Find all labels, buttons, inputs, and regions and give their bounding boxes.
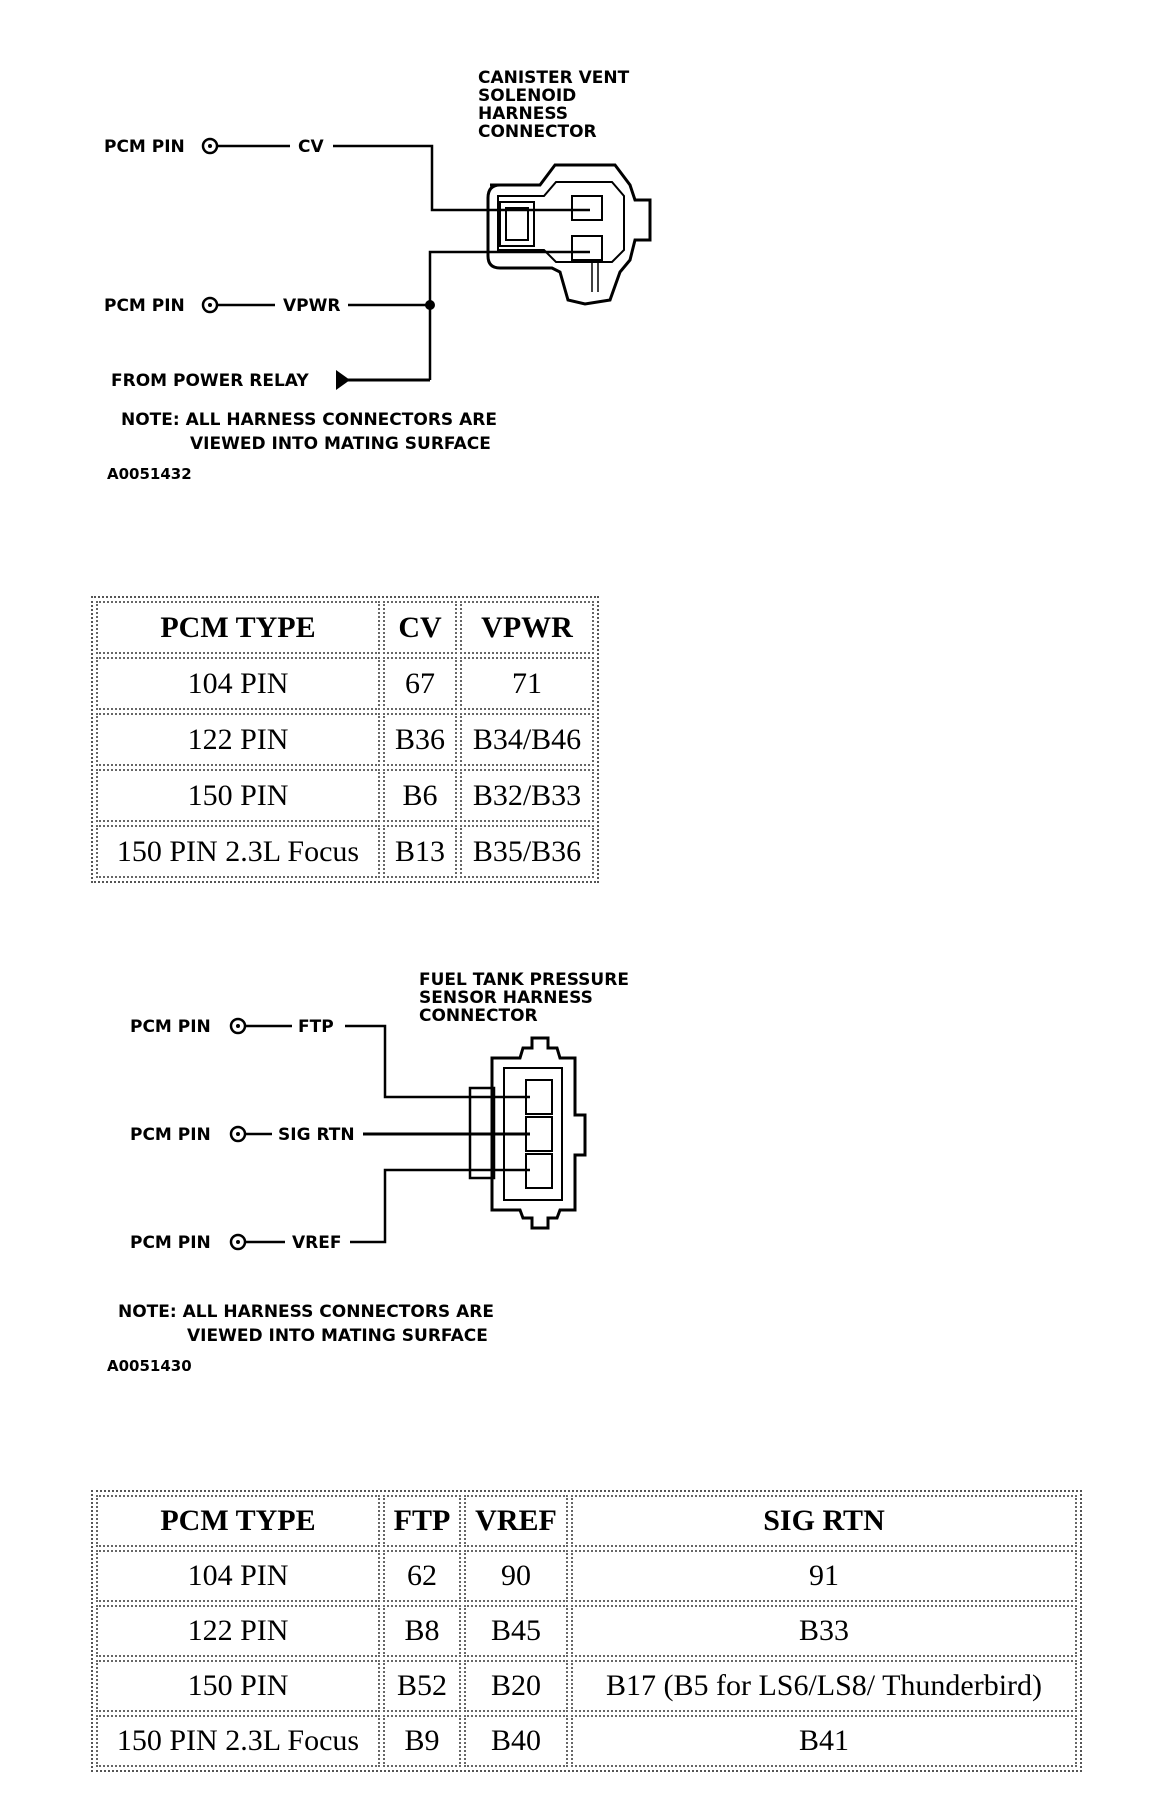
signal-label-sig-rtn: SIG RTN <box>278 1125 355 1145</box>
table-row: 150 PIN B6 B32/B33 <box>96 769 594 822</box>
table-cell: B9 <box>383 1715 461 1767</box>
column-header-sig-rtn: SIG RTN <box>571 1495 1077 1547</box>
table-cell: B32/B33 <box>460 769 594 822</box>
table-cell: B13 <box>383 825 457 878</box>
table-header-row: PCM TYPE CV VPWR <box>96 601 594 654</box>
note-line-2: VIEWED INTO MATING SURFACE <box>187 1326 488 1346</box>
table-cell: B45 <box>464 1605 568 1657</box>
note-line-1: NOTE: ALL HARNESS CONNECTORS ARE <box>118 1302 494 1322</box>
note-line-1: NOTE: ALL HARNESS CONNECTORS ARE <box>121 410 497 430</box>
table-cell: B33 <box>571 1605 1077 1657</box>
table-header-row: PCM TYPE FTP VREF SIG RTN <box>96 1495 1077 1547</box>
table-cell: 67 <box>383 657 457 710</box>
table-cell: 150 PIN <box>96 769 380 822</box>
table-cell: B17 (B5 for LS6/LS8/ Thunderbird) <box>571 1660 1077 1712</box>
power-relay-label: FROM POWER RELAY <box>111 371 309 391</box>
pcm-pin-label-sig-rtn: PCM PIN <box>130 1125 211 1145</box>
column-header-cv: CV <box>383 601 457 654</box>
signal-label-vpwr: VPWR <box>283 296 340 316</box>
table-row: 104 PIN 67 71 <box>96 657 594 710</box>
table-cell: 122 PIN <box>96 1605 380 1657</box>
table-row: 150 PIN 2.3L Focus B13 B35/B36 <box>96 825 594 878</box>
table-cell: 90 <box>464 1550 568 1602</box>
canister-vent-wiring-diagram: CANISTER VENT SOLENOID HARNESS CONNECTOR… <box>104 68 652 483</box>
table-row: 104 PIN 62 90 91 <box>96 1550 1077 1602</box>
table-cell: 150 PIN <box>96 1660 380 1712</box>
connector-title-line-3: CONNECTOR <box>419 1006 538 1026</box>
table-row: 122 PIN B36 B34/B46 <box>96 713 594 766</box>
pcm-pin-label-vpwr: PCM PIN <box>104 296 185 316</box>
canister-vent-pin-table: PCM TYPE CV VPWR 104 PIN 67 71 122 PIN B… <box>91 596 599 883</box>
connector-title-line-2: SOLENOID <box>478 86 576 106</box>
figure-id: A0051432 <box>107 465 192 483</box>
pcm-pin-label-ftp: PCM PIN <box>130 1017 211 1037</box>
table-cell: 122 PIN <box>96 713 380 766</box>
table-cell: 104 PIN <box>96 1550 380 1602</box>
table-cell: B34/B46 <box>460 713 594 766</box>
table-cell: 71 <box>460 657 594 710</box>
table-cell: 62 <box>383 1550 461 1602</box>
wire-vpwr <box>428 250 590 380</box>
wire-ftp <box>345 1024 530 1099</box>
table-cell: B8 <box>383 1605 461 1657</box>
fuel-tank-pressure-connector-icon <box>468 1036 587 1230</box>
table-cell: B35/B36 <box>460 825 594 878</box>
table-row: 150 PIN B52 B20 B17 (B5 for LS6/LS8/ Thu… <box>96 1660 1077 1712</box>
column-header-vref: VREF <box>464 1495 568 1547</box>
table-cell: B20 <box>464 1660 568 1712</box>
table-cell: 91 <box>571 1550 1077 1602</box>
table-cell: 150 PIN 2.3L Focus <box>96 1715 380 1767</box>
table-cell: B40 <box>464 1715 568 1767</box>
table-row: 150 PIN 2.3L Focus B9 B40 B41 <box>96 1715 1077 1767</box>
column-header-ftp: FTP <box>383 1495 461 1547</box>
column-header-pcm-type: PCM TYPE <box>96 1495 380 1547</box>
connector-title-line-1: FUEL TANK PRESSURE <box>419 970 629 990</box>
wire-cv <box>333 144 590 212</box>
signal-label-cv: CV <box>298 137 324 157</box>
fuel-tank-pressure-wiring-diagram: FUEL TANK PRESSURE SENSOR HARNESS CONNEC… <box>107 970 629 1375</box>
table-cell: 150 PIN 2.3L Focus <box>96 825 380 878</box>
column-header-pcm-type: PCM TYPE <box>96 601 380 654</box>
connector-title-line-3: HARNESS <box>478 104 568 124</box>
canister-vent-connector-icon <box>486 163 652 306</box>
pcm-pin-label-vref: PCM PIN <box>130 1233 211 1253</box>
pcm-pin-label-cv: PCM PIN <box>104 137 185 157</box>
connector-title-line-4: CONNECTOR <box>478 122 597 142</box>
signal-label-vref: VREF <box>292 1233 341 1253</box>
table-row: 122 PIN B8 B45 B33 <box>96 1605 1077 1657</box>
connector-title-line-1: CANISTER VENT <box>478 68 630 88</box>
table-cell: B36 <box>383 713 457 766</box>
table-cell: B52 <box>383 1660 461 1712</box>
signal-label-ftp: FTP <box>298 1017 334 1037</box>
wire-vref <box>350 1168 530 1244</box>
fuel-tank-pressure-pin-table: PCM TYPE FTP VREF SIG RTN 104 PIN 62 90 … <box>91 1490 1082 1772</box>
table-cell: 104 PIN <box>96 657 380 710</box>
table-cell: B6 <box>383 769 457 822</box>
figure-id: A0051430 <box>107 1357 192 1375</box>
connector-title-line-2: SENSOR HARNESS <box>419 988 593 1008</box>
column-header-vpwr: VPWR <box>460 601 594 654</box>
table-cell: B41 <box>571 1715 1077 1767</box>
note-line-2: VIEWED INTO MATING SURFACE <box>190 434 491 454</box>
